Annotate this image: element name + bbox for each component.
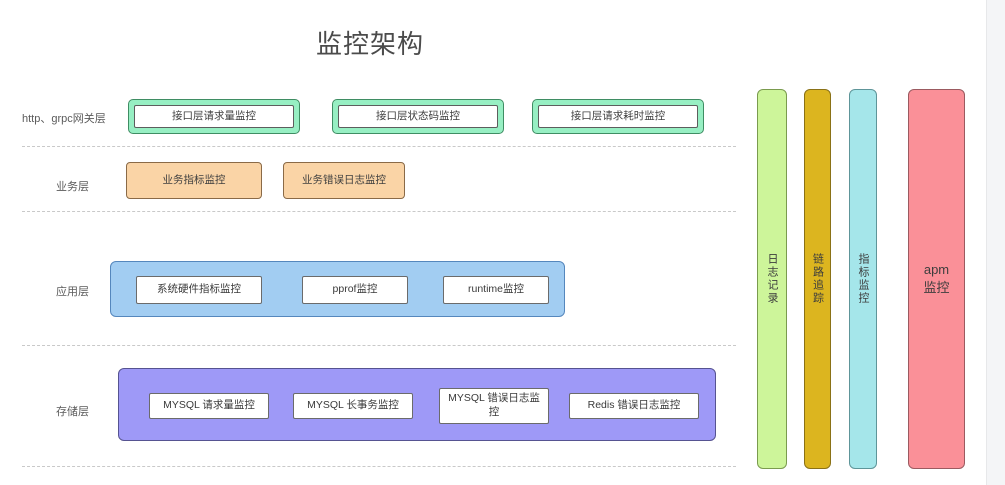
layer-label-gateway: http、grpc网关层 xyxy=(22,113,106,125)
application-box-pprof[interactable]: pprof监控 xyxy=(302,276,408,304)
gateway-box-latency[interactable]: 接口层请求耗时监控 xyxy=(532,99,704,134)
storage-box-redis-error-log[interactable]: Redis 错误日志监控 xyxy=(569,393,699,419)
pillar-log-record[interactable]: 日志记录 xyxy=(757,89,787,469)
gateway-box-request-volume-label: 接口层请求量监控 xyxy=(134,105,294,128)
gateway-box-status-code[interactable]: 接口层状态码监控 xyxy=(332,99,504,134)
storage-box-mysql-long-transaction[interactable]: MYSQL 长事务监控 xyxy=(293,393,413,419)
business-box-metrics[interactable]: 业务指标监控 xyxy=(126,162,262,199)
layer-label-business: 业务层 xyxy=(56,181,89,193)
gateway-box-status-code-label: 接口层状态码监控 xyxy=(338,105,498,128)
storage-box-mysql-request-volume[interactable]: MYSQL 请求量监控 xyxy=(149,393,269,419)
application-box-runtime[interactable]: runtime监控 xyxy=(443,276,549,304)
right-gutter-strip xyxy=(986,0,1005,485)
pillar-metrics-label: 指标监控 xyxy=(857,253,870,305)
pillar-apm-label-line1: apm xyxy=(923,262,950,278)
business-box-error-log[interactable]: 业务错误日志监控 xyxy=(283,162,405,199)
pillar-metrics[interactable]: 指标监控 xyxy=(849,89,877,469)
application-box-system-hardware[interactable]: 系统硬件指标监控 xyxy=(136,276,262,304)
gateway-box-latency-label: 接口层请求耗时监控 xyxy=(538,105,698,128)
layer-separator-4 xyxy=(22,466,736,467)
layer-separator-1 xyxy=(22,146,736,147)
layer-label-application: 应用层 xyxy=(56,286,89,298)
pillar-trace-label: 链路追踪 xyxy=(811,253,824,305)
application-layer-container: 系统硬件指标监控 pprof监控 runtime监控 xyxy=(110,261,565,317)
storage-layer-container: MYSQL 请求量监控 MYSQL 长事务监控 MYSQL 错误日志监控 Red… xyxy=(118,368,716,441)
layer-separator-3 xyxy=(22,345,736,346)
pillar-apm-label: apm 监控 xyxy=(923,261,949,296)
layer-separator-2 xyxy=(22,211,736,212)
pillar-log-record-label: 日志记录 xyxy=(766,253,779,305)
page-title: 监控架构 xyxy=(315,29,424,59)
layer-label-storage: 存储层 xyxy=(56,406,89,418)
storage-box-mysql-error-log[interactable]: MYSQL 错误日志监控 xyxy=(439,388,549,424)
pillar-apm-label-line2: 监控 xyxy=(923,280,950,295)
gateway-box-request-volume[interactable]: 接口层请求量监控 xyxy=(128,99,300,134)
pillar-trace[interactable]: 链路追踪 xyxy=(804,89,831,469)
pillar-apm[interactable]: apm 监控 xyxy=(908,89,965,469)
